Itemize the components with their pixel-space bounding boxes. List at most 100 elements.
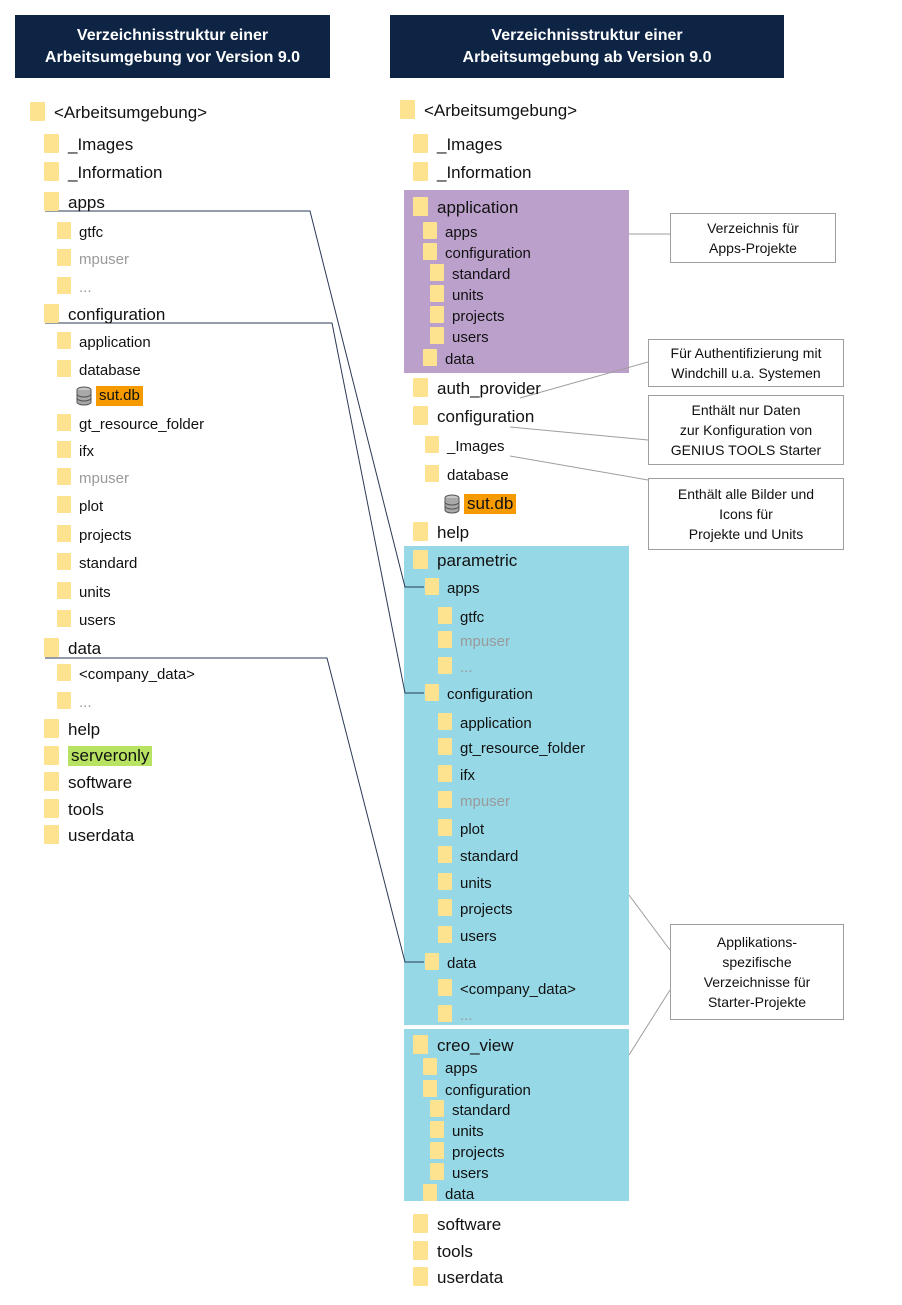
folder-icon bbox=[44, 772, 59, 791]
folder-icon bbox=[438, 846, 452, 863]
folder-label: units bbox=[452, 287, 484, 304]
folder-icon bbox=[430, 327, 444, 344]
folder-icon bbox=[57, 441, 71, 458]
folder-label: serveronly bbox=[68, 746, 153, 766]
note-line: Projekte und Units bbox=[688, 526, 804, 542]
folder-icon bbox=[57, 468, 71, 485]
folder-icon bbox=[44, 134, 59, 153]
note-line: Apps-Projekte bbox=[709, 240, 797, 256]
folder-label: mpuser bbox=[79, 251, 130, 268]
folder-icon bbox=[57, 249, 71, 266]
folder-icon bbox=[438, 899, 452, 916]
folder-label: users bbox=[460, 928, 497, 945]
folder-icon bbox=[423, 222, 437, 239]
folder-label: application bbox=[460, 715, 532, 732]
folder-icon bbox=[44, 719, 59, 738]
folder-label: apps bbox=[447, 580, 480, 597]
folder-label: userdata bbox=[68, 826, 135, 845]
folder-label: tools bbox=[68, 800, 104, 819]
folder-icon bbox=[438, 819, 452, 836]
folder-icon bbox=[44, 799, 59, 818]
folder-icon bbox=[438, 713, 452, 730]
line-note-images bbox=[509, 455, 649, 481]
note-line: Windchill u.a. Systemen bbox=[671, 365, 821, 381]
folder-label: ... bbox=[79, 694, 92, 711]
database-icon bbox=[444, 494, 460, 514]
folder-icon bbox=[438, 1005, 452, 1022]
folder-icon bbox=[413, 406, 428, 425]
folder-icon bbox=[430, 1163, 444, 1180]
folder-icon bbox=[423, 1058, 437, 1075]
note-line: Starter-Projekte bbox=[707, 994, 807, 1010]
folder-icon bbox=[413, 134, 428, 153]
folder-label: creo_view bbox=[437, 1036, 514, 1055]
folder-label: application bbox=[437, 198, 519, 217]
folder-label: application bbox=[79, 334, 151, 351]
folder-label: ... bbox=[79, 279, 92, 296]
folder-icon bbox=[44, 638, 59, 657]
folder-icon bbox=[400, 100, 415, 119]
note-line: Applikations- bbox=[716, 934, 798, 950]
folder-icon bbox=[425, 436, 439, 453]
folder-label: configuration bbox=[437, 407, 535, 426]
note-line: Enthält alle Bilder und bbox=[677, 486, 815, 502]
folder-label: configuration bbox=[447, 686, 533, 703]
parametric-region bbox=[404, 546, 629, 1025]
folder-label: standard bbox=[452, 266, 511, 283]
folder-icon bbox=[430, 306, 444, 323]
folder-icon bbox=[438, 765, 452, 782]
note-application-specific: Applikations- spezifische Verzeichnisse … bbox=[670, 924, 844, 1020]
folder-icon bbox=[430, 285, 444, 302]
folder-label: data bbox=[68, 639, 102, 658]
folder-label: apps bbox=[445, 1060, 478, 1077]
folder-label: gt_resource_folder bbox=[79, 416, 205, 433]
folder-icon bbox=[57, 277, 71, 294]
folder-icon bbox=[57, 414, 71, 431]
folder-label: userdata bbox=[437, 1268, 504, 1287]
folder-label: mpuser bbox=[79, 470, 130, 487]
folder-icon bbox=[57, 692, 71, 709]
folder-icon bbox=[413, 162, 428, 181]
folder-icon bbox=[430, 1142, 444, 1159]
folder-icon bbox=[413, 522, 428, 541]
folder-icon bbox=[438, 657, 452, 674]
line-configuration bbox=[45, 322, 424, 694]
folder-icon bbox=[57, 553, 71, 570]
folder-label: data bbox=[445, 351, 475, 368]
folder-label: mpuser bbox=[460, 633, 511, 650]
folder-icon bbox=[44, 162, 59, 181]
folder-icon bbox=[425, 953, 439, 970]
folder-label: software bbox=[68, 773, 133, 792]
folder-label: standard bbox=[452, 1102, 511, 1119]
note-line: Icons für bbox=[719, 506, 773, 522]
folder-icon bbox=[44, 304, 59, 323]
folder-label: gtfc bbox=[79, 224, 104, 241]
folder-label: parametric bbox=[437, 551, 518, 570]
folder-icon bbox=[57, 525, 71, 542]
folder-label: standard bbox=[460, 848, 519, 865]
folder-icon bbox=[430, 1100, 444, 1117]
folder-icon bbox=[413, 1241, 428, 1260]
folder-icon bbox=[430, 264, 444, 281]
folder-label: help bbox=[437, 523, 470, 542]
folder-label: projects bbox=[79, 527, 132, 544]
folder-label: _Images bbox=[437, 135, 503, 154]
left-header-line1: Verzeichnisstruktur einer bbox=[76, 26, 269, 44]
line-note-creo bbox=[628, 989, 671, 1056]
folder-label: <Arbeitsumgebung> bbox=[424, 101, 578, 120]
folder-label: <company_data> bbox=[460, 981, 576, 998]
folder-icon bbox=[438, 607, 452, 624]
folder-icon bbox=[438, 791, 452, 808]
note-images: Enthält alle Bilder und Icons für Projek… bbox=[648, 478, 844, 550]
folder-icon bbox=[413, 197, 428, 216]
note-line: spezifische bbox=[722, 954, 792, 970]
folder-label: tools bbox=[437, 1242, 473, 1261]
folder-icon bbox=[44, 825, 59, 844]
right-header: Verzeichnisstruktur einer Arbeitsumgebun… bbox=[390, 15, 784, 78]
folder-icon bbox=[423, 349, 437, 366]
note-line: Verzeichnisse für bbox=[703, 974, 811, 990]
folder-label: projects bbox=[452, 308, 505, 325]
folder-label: projects bbox=[460, 901, 513, 918]
folder-icon bbox=[57, 222, 71, 239]
